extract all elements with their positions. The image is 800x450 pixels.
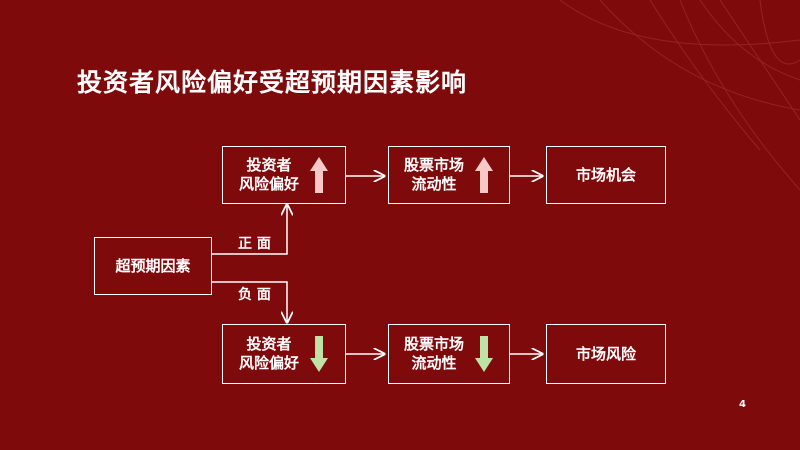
edge-positive <box>212 205 287 255</box>
result-opportunity-box: 市场机会 <box>546 146 666 204</box>
result-risk-box: 市场风险 <box>546 324 666 384</box>
market-line1: 股票市场 <box>403 335 464 353</box>
edge-label-negative: 负 面 <box>238 287 271 303</box>
investor-risk-appetite-up-box: 投资者 风险偏好 <box>222 146 346 204</box>
investor-line2: 风险偏好 <box>238 354 299 372</box>
result-label: 市场机会 <box>575 165 636 184</box>
result-label: 市场风险 <box>575 344 636 363</box>
arrow-up-icon <box>310 157 328 193</box>
arrow-down-icon <box>310 336 328 372</box>
source-box: 超预期因素 <box>94 237 212 295</box>
market-line2: 流动性 <box>411 175 457 193</box>
arrow-down-icon <box>475 336 493 372</box>
arrow-up-icon <box>475 157 493 193</box>
source-label: 超预期因素 <box>115 256 191 275</box>
investor-risk-appetite-down-box: 投资者 风险偏好 <box>222 324 346 384</box>
market-line1: 股票市场 <box>403 156 464 174</box>
investor-line1: 投资者 <box>246 335 292 353</box>
market-liquidity-up-box: 股票市场 流动性 <box>388 146 510 204</box>
market-line2: 流动性 <box>411 354 457 372</box>
investor-line2: 风险偏好 <box>238 175 299 193</box>
investor-line1: 投资者 <box>246 156 292 174</box>
slide-title: 投资者风险偏好受超预期因素影响 <box>77 68 468 97</box>
edge-label-positive: 正 面 <box>238 236 271 252</box>
edge-negative <box>212 281 287 322</box>
page-number: 4 <box>739 399 746 410</box>
market-liquidity-down-box: 股票市场 流动性 <box>388 324 510 384</box>
